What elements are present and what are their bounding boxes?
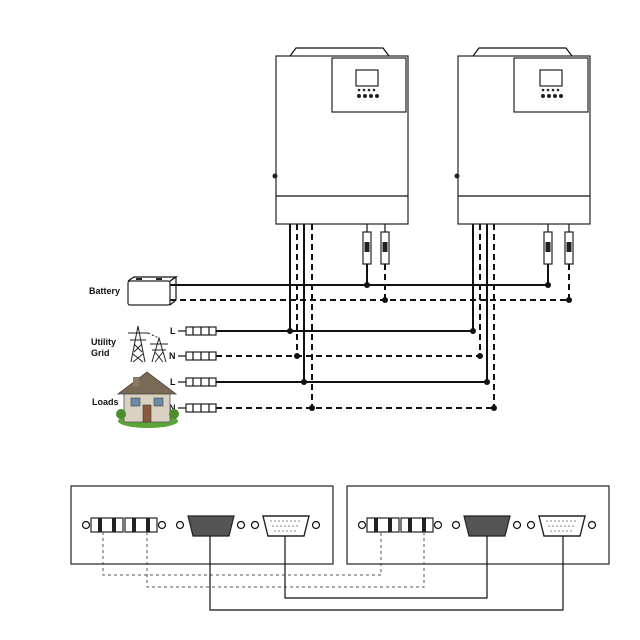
panel-2-sync-port-2-icon (400, 517, 443, 533)
panel-1-sync-port-1-icon (81, 517, 124, 533)
inverter-1 (272, 47, 409, 265)
grid-label: Grid (91, 348, 110, 358)
inverter-2-breaker-2-icon (564, 224, 574, 265)
panel-1-db15-port-dark-icon (175, 515, 246, 537)
inverter-1-breaker-2-icon (380, 224, 390, 265)
utility-l-terminal-block-icon (178, 326, 217, 336)
ac-drops (289, 224, 495, 408)
inverter-2-buttons (541, 88, 563, 98)
inverter-2-lcd (539, 69, 563, 87)
utility-line-label: L (170, 326, 176, 336)
terminal-blocks (178, 326, 217, 413)
ac-buses (216, 328, 497, 411)
house-icon (116, 371, 179, 428)
inverter-1-buttons (357, 88, 379, 98)
power-tower-icon (128, 325, 168, 363)
panel-2-db15-port-dark-icon (451, 515, 522, 537)
comm-panel-1 (70, 485, 334, 565)
battery-bus (170, 264, 572, 303)
panel-1-sync-port-2-icon (124, 517, 167, 533)
inverter-2-breaker-1-icon (543, 224, 553, 265)
inverter-1-handle (289, 47, 390, 57)
comm-panel-2 (346, 485, 610, 565)
inverter-1-lcd (355, 69, 379, 87)
loads-l-terminal-block-icon (178, 377, 217, 387)
loads-neutral-label: N (169, 403, 176, 413)
loads-n-terminal-block-icon (178, 403, 217, 413)
utility-label: Utility (91, 337, 116, 347)
inverter-2-handle (472, 47, 573, 57)
comm-cables (102, 532, 564, 611)
battery-icon (127, 275, 178, 306)
inverter-2 (454, 47, 591, 265)
inverter-1-breaker-1-icon (362, 224, 372, 265)
panel-2-db15-port-light-icon (526, 515, 597, 537)
utility-neutral-label: N (169, 351, 176, 361)
loads-label: Loads (92, 397, 119, 407)
panel-1-db15-port-light-icon (250, 515, 321, 537)
panel-2-sync-port-1-icon (357, 517, 400, 533)
battery-label: Battery (89, 286, 120, 296)
loads-line-label: L (170, 377, 176, 387)
utility-n-terminal-block-icon (178, 351, 217, 361)
